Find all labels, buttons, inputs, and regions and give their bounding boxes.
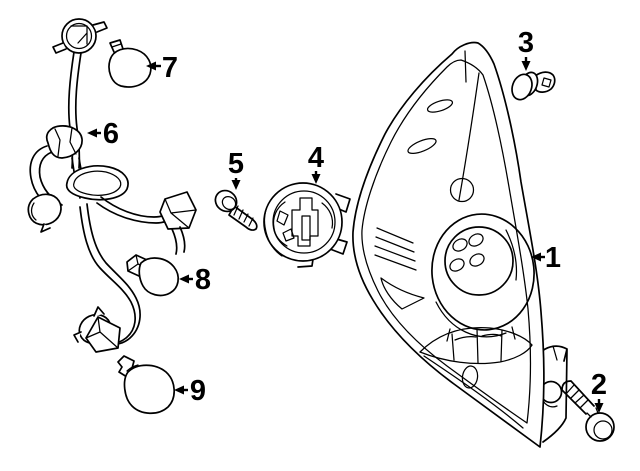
callout-4[interactable]: 4 [308,142,324,184]
callout-6-label[interactable]: 6 [103,118,119,150]
part-drawing-bulb-8 [126,254,180,297]
part-drawing-bulb-socket-4 [263,182,351,268]
callout-4-label[interactable]: 4 [308,142,324,174]
part-drawing-bulb-9 [117,355,175,415]
callout-6-arrow-icon [87,128,97,138]
lamp-mounting-bracket [541,345,568,443]
callout-9[interactable]: 9 [174,375,206,407]
part-drawing-wire-harness [27,18,197,353]
callout-9-label[interactable]: 9 [190,375,206,407]
callout-7-label[interactable]: 7 [162,52,178,84]
callout-8[interactable]: 8 [179,264,211,296]
callout-7[interactable]: 7 [146,52,178,84]
part-drawing-clip-3 [511,71,556,101]
part-drawing-tail-lamp-1 [352,41,568,448]
callout-6[interactable]: 6 [87,118,119,150]
callout-9-arrow-icon [174,385,184,395]
callout-7-arrow-icon [146,61,156,71]
callout-4-arrow-icon [311,174,321,184]
callout-3-arrow-icon [521,61,531,71]
callout-5-label[interactable]: 5 [228,148,244,180]
callout-8-label[interactable]: 8 [195,264,211,296]
callout-5-arrow-icon [231,180,241,190]
lamp-socket-ring [431,213,535,331]
callout-2-arrow-icon [594,403,604,413]
harness-middle-socket [45,125,83,159]
callout-3-label[interactable]: 3 [518,27,534,59]
part-drawing-bulb-7 [108,39,152,88]
callout-2[interactable]: 2 [591,369,607,413]
callout-5[interactable]: 5 [228,148,244,190]
callout-2-label[interactable]: 2 [591,369,607,401]
lamp-vent-hatch-lines [374,227,417,271]
callout-8-arrow-icon [179,274,189,284]
callout-1-label[interactable]: 1 [545,242,561,274]
callout-1-arrow-icon [531,252,541,262]
callout-1[interactable]: 1 [531,242,561,274]
harness-side-socket [27,193,62,226]
part-drawing-bolt-2 [561,380,615,442]
part-drawing-screw-5 [214,189,258,231]
callout-3[interactable]: 3 [518,27,534,71]
